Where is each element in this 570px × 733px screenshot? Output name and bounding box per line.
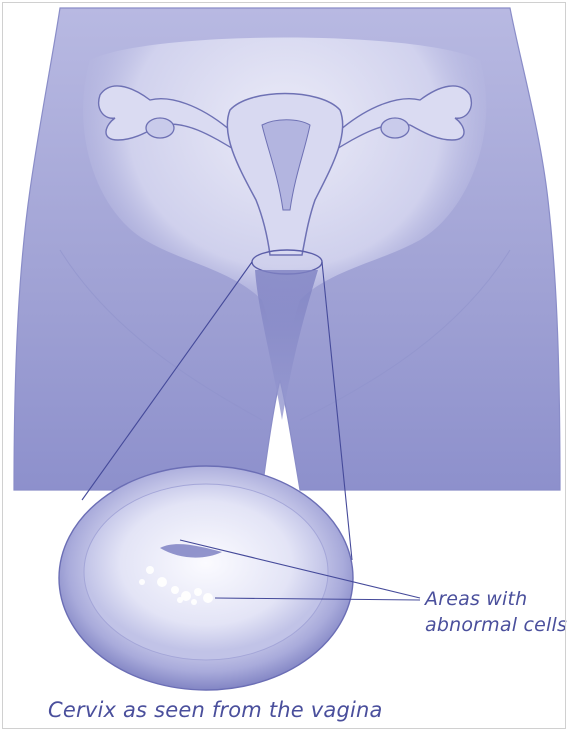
cervix-inset	[59, 466, 353, 690]
figure-caption: Cervix as seen from the vagina	[48, 698, 383, 722]
ovary-right	[381, 118, 409, 138]
label-abnormal-cells: abnormal cells	[425, 614, 567, 636]
ovary-left	[146, 118, 174, 138]
label-areas-with: Areas with	[425, 588, 527, 610]
